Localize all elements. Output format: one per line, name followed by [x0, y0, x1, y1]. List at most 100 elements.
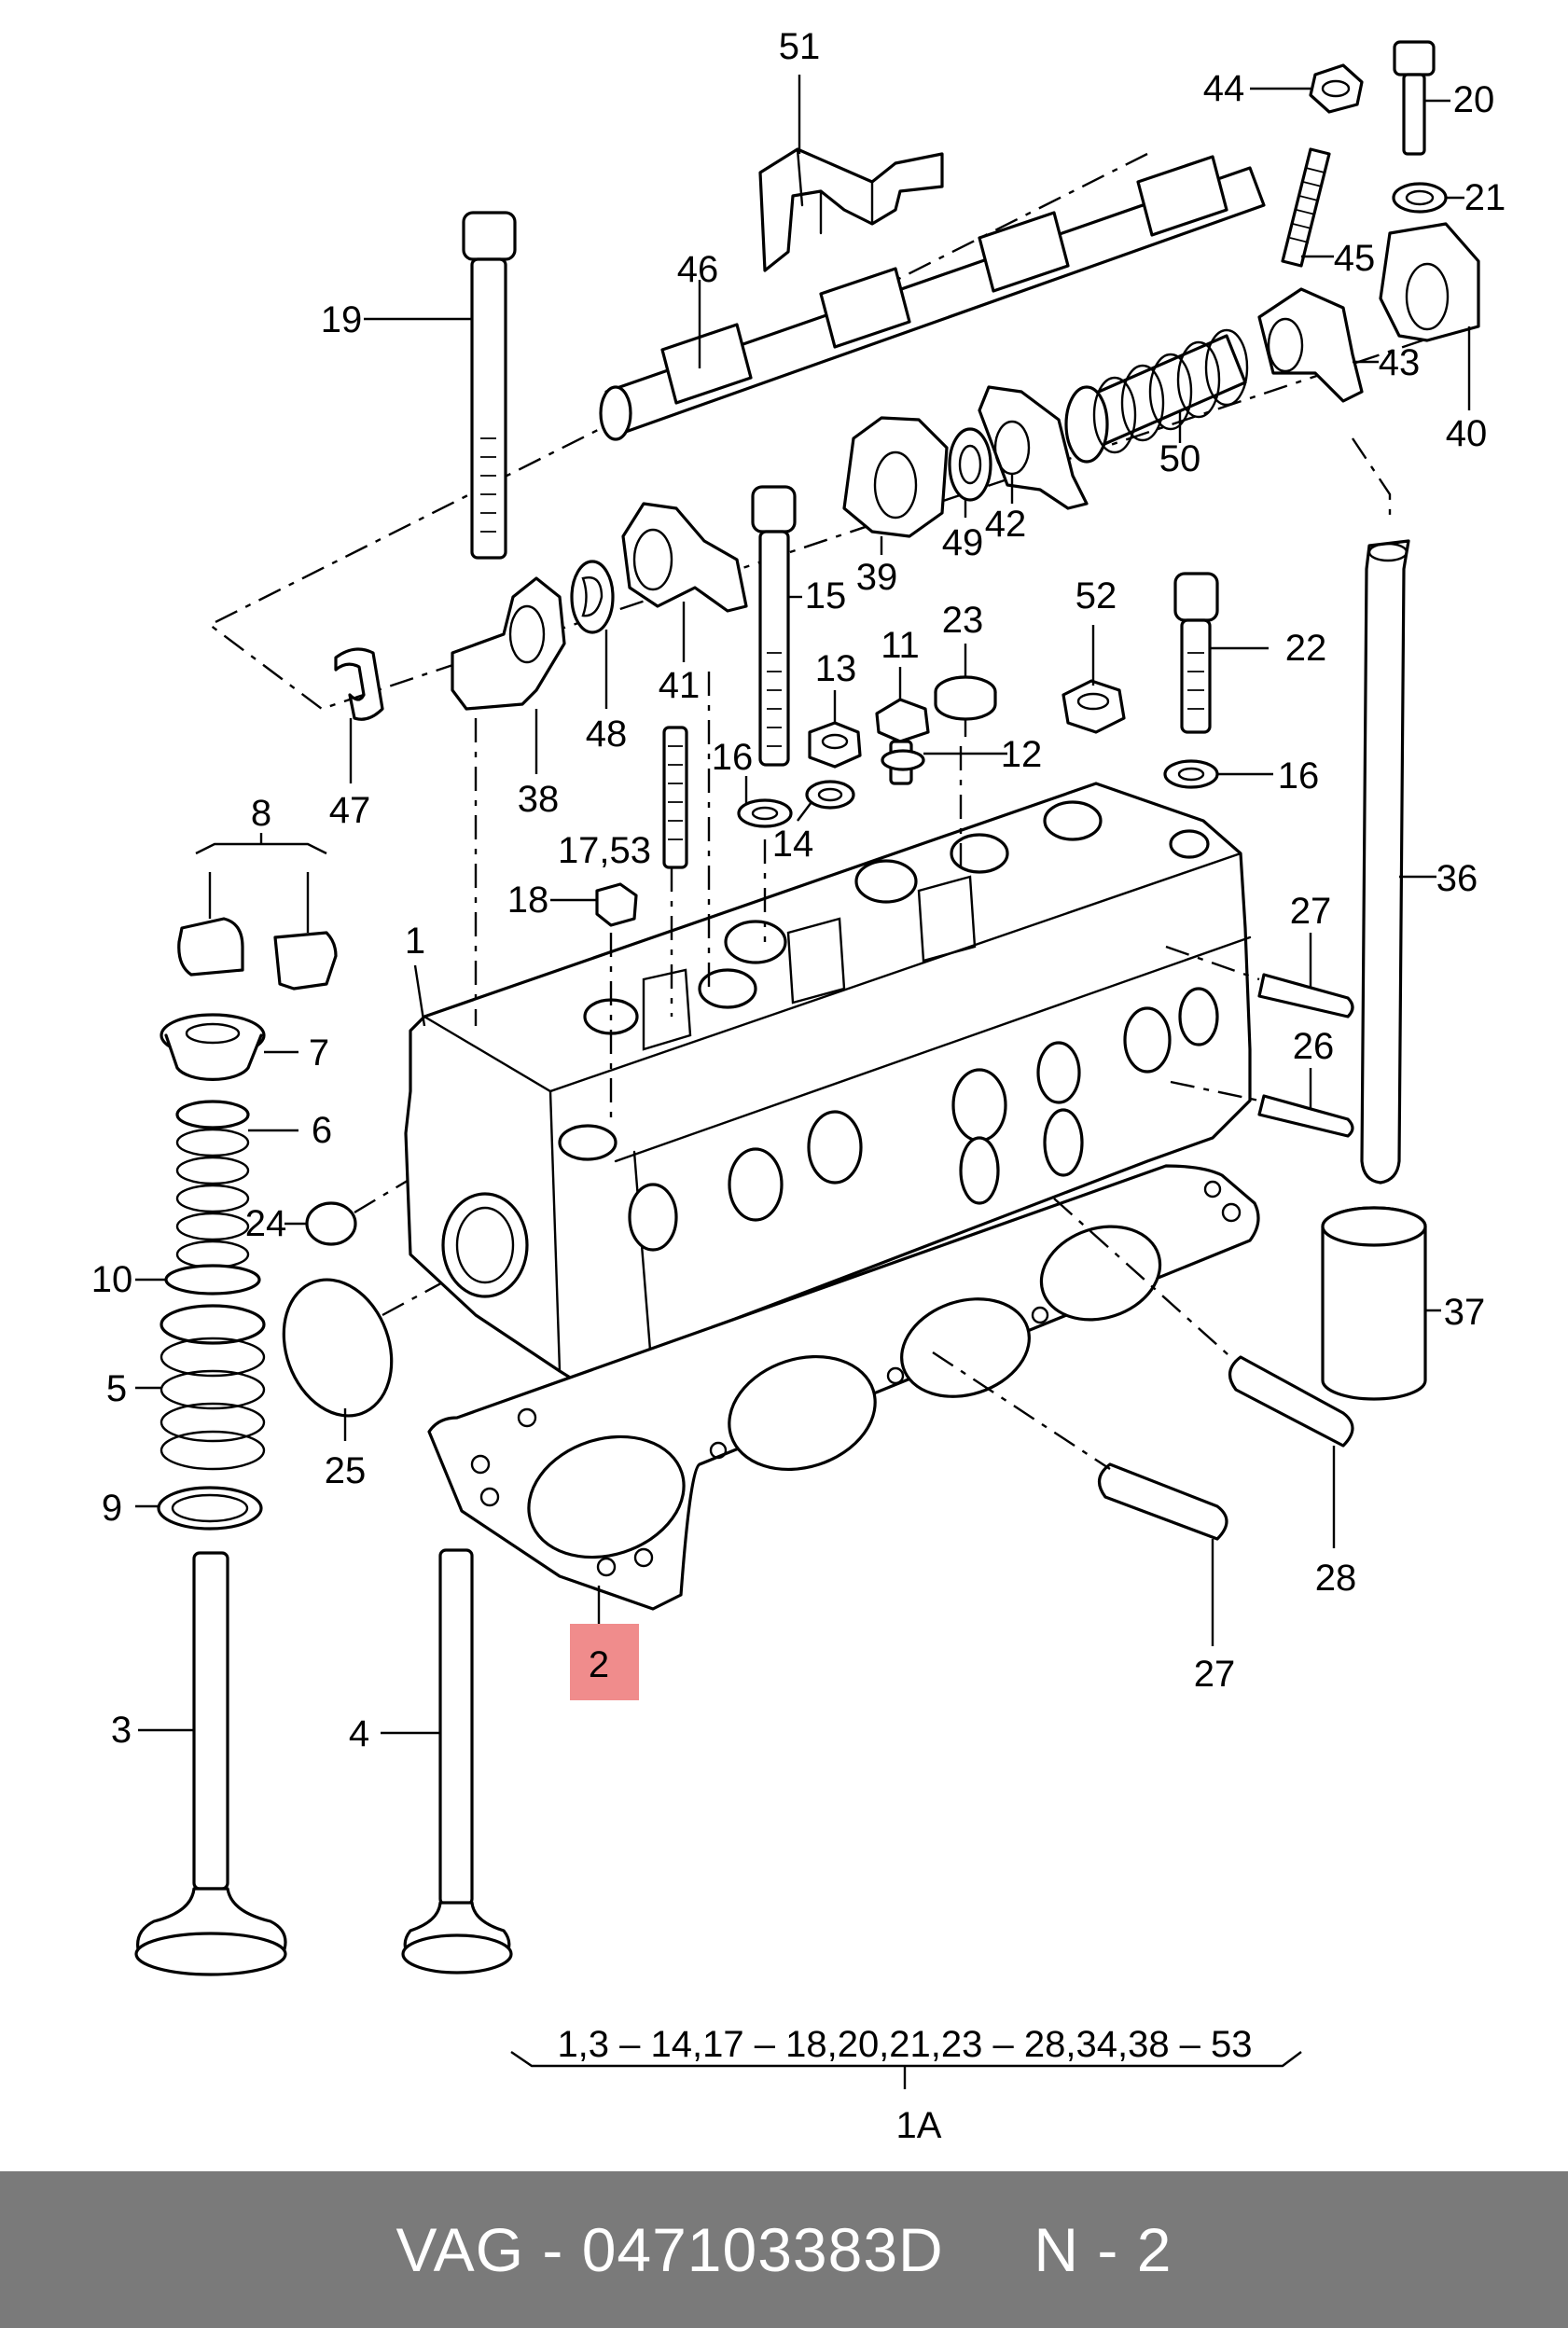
part-28-dowel [1053, 1198, 1354, 1548]
label-48: 48 [586, 714, 628, 755]
label-21: 21 [1464, 177, 1506, 218]
footer-separator: - [524, 2215, 582, 2284]
part-13-nut [808, 690, 862, 769]
part-26-stud [1170, 1068, 1354, 1138]
label-20: 20 [1453, 79, 1495, 120]
part-14-washer [797, 780, 855, 822]
label-5: 5 [106, 1368, 127, 1409]
part-12-washer [881, 749, 1007, 771]
label-19: 19 [321, 299, 363, 340]
part-50-spring [1064, 328, 1249, 464]
footer-brand: VAG [395, 2215, 525, 2284]
part-16-washer-b [1163, 759, 1273, 789]
label-22: 22 [1285, 628, 1327, 669]
part-1-cylinder-head [404, 672, 1252, 1420]
part-24-plug [284, 1155, 449, 1246]
part-47-clip [334, 647, 384, 783]
label-46: 46 [677, 249, 719, 290]
label-44: 44 [1203, 68, 1245, 109]
label-4: 4 [349, 1713, 369, 1754]
label-23: 23 [942, 600, 984, 641]
part-21-washer [1392, 182, 1464, 214]
label-37: 37 [1444, 1292, 1486, 1333]
part-40-pedestal [1379, 222, 1480, 410]
part-45-spring [1281, 147, 1334, 268]
label-43: 43 [1379, 342, 1421, 383]
label-2: 2 [589, 1644, 609, 1685]
label-45: 45 [1334, 238, 1376, 279]
label-6: 6 [312, 1110, 332, 1151]
label-10: 10 [91, 1259, 133, 1300]
part-39-pedestal [842, 416, 949, 555]
part-38-pedestal [451, 576, 566, 774]
label-3: 3 [111, 1710, 132, 1751]
part-27-stud-a [1165, 933, 1354, 1018]
part-4-valve [381, 1548, 513, 1975]
label-17-53: 17,53 [558, 830, 651, 871]
label-39: 39 [856, 557, 898, 598]
part-17-53-stud [662, 726, 688, 869]
part-41-rocker [621, 502, 748, 662]
label-12: 12 [1001, 734, 1043, 775]
part-7-retainer [160, 1013, 298, 1081]
part-46-camshaft [599, 155, 1266, 441]
label-13: 13 [815, 648, 857, 689]
label-14: 14 [772, 824, 814, 865]
part-15-bolt [751, 485, 802, 767]
footer-gap [944, 2214, 1034, 2285]
kit-label: 1A [896, 2105, 942, 2146]
part-48-spacer [570, 560, 615, 709]
label-16a: 16 [712, 737, 754, 778]
label-11: 11 [881, 625, 920, 666]
part-23-cap [934, 644, 997, 737]
label-40: 40 [1446, 413, 1488, 454]
part-49-spacer [948, 427, 992, 518]
label-51: 51 [779, 26, 821, 67]
part-51-bracket [758, 75, 944, 272]
label-24: 24 [245, 1203, 287, 1244]
label-27a: 27 [1290, 891, 1332, 932]
label-16b: 16 [1278, 755, 1320, 797]
part-number-footer: VAG - 047103383D N - 2 [0, 2171, 1568, 2328]
part-37-sleeve [1321, 1206, 1441, 1401]
label-9: 9 [102, 1488, 122, 1529]
range-label: 1,3 – 14,17 – 18,20,21,23 – 28,34,38 – 5… [557, 2024, 1252, 2065]
footer-page: N - 2 [1034, 2215, 1173, 2284]
label-42: 42 [985, 504, 1027, 545]
exploded-parts-diagram: 51 44 20 21 45 46 19 43 40 50 42 4 9 39 1… [91, 26, 1506, 2146]
highlight-box [570, 1624, 639, 1700]
part-6-spring [175, 1100, 298, 1269]
part-19-bolt [364, 211, 517, 560]
part-2-head-gasket [427, 1164, 1260, 1700]
label-7: 7 [309, 1032, 329, 1074]
label-50: 50 [1159, 438, 1201, 479]
label-26: 26 [1293, 1026, 1335, 1067]
part-42-rocker [978, 385, 1089, 510]
part-27-stud-b [932, 1351, 1228, 1646]
label-36: 36 [1436, 858, 1478, 899]
part-18-plug [550, 882, 638, 927]
label-27b: 27 [1194, 1654, 1236, 1695]
label-25: 25 [325, 1450, 367, 1491]
part-43-rocker [1257, 287, 1379, 403]
label-38: 38 [518, 779, 560, 820]
label-52: 52 [1075, 575, 1117, 617]
part-8-collets [177, 833, 338, 991]
label-47: 47 [329, 790, 371, 831]
label-15: 15 [805, 575, 847, 617]
part-9-ring [135, 1486, 263, 1531]
label-18: 18 [507, 880, 549, 921]
part-52-nut [1062, 625, 1126, 734]
part-labels: 51 44 20 21 45 46 19 43 40 50 42 4 9 39 1… [91, 26, 1506, 2146]
part-22-bolt [1173, 572, 1269, 734]
part-20-bolt [1393, 40, 1450, 156]
label-28: 28 [1315, 1558, 1357, 1599]
kit-bracket [510, 2051, 1302, 2089]
label-41: 41 [659, 665, 701, 706]
part-36-pushrod [1360, 539, 1436, 1185]
footer-part-number: 047103383D [581, 2215, 944, 2284]
camshaft-group-outline [207, 152, 1451, 711]
part-44-nut [1250, 63, 1364, 114]
part-10-ring [135, 1264, 261, 1296]
part-3-valve [134, 1551, 287, 1976]
